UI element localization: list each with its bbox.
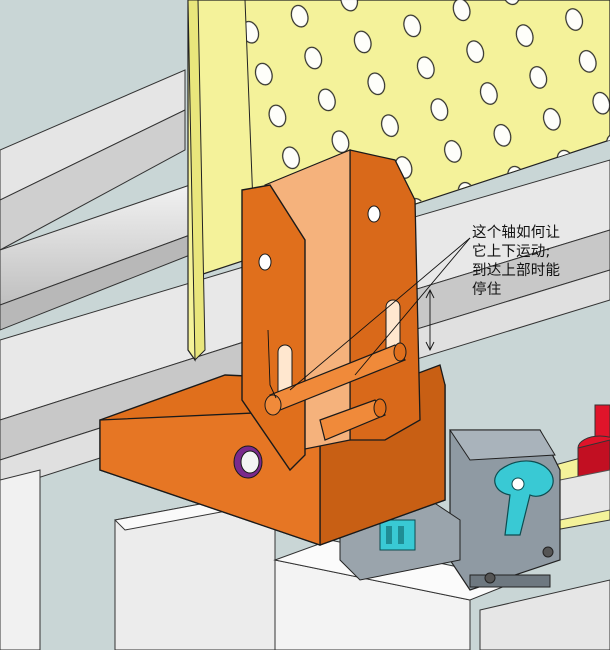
aluminum-rail-top bbox=[0, 69, 186, 251]
pivot-hole bbox=[233, 445, 263, 479]
cyan-lever bbox=[494, 460, 554, 536]
leader-line bbox=[267, 237, 471, 399]
lower-shaft bbox=[319, 398, 387, 441]
limit-switch bbox=[339, 429, 561, 591]
dimension-arrow bbox=[425, 288, 435, 352]
base-block-right bbox=[273, 539, 610, 650]
sliding-shaft bbox=[264, 342, 407, 416]
annotation-line-3: 到达上部时能 bbox=[472, 263, 561, 279]
annotation-text: 这个轴如何让 它上下运动; 到达上部时能 停住 bbox=[472, 224, 610, 300]
annotation-line-2: 它上下运动; bbox=[472, 244, 551, 260]
red-stop-block bbox=[554, 404, 610, 531]
orange-bracket bbox=[99, 149, 446, 546]
annotation-line-4: 停住 bbox=[472, 282, 502, 298]
annotation-line-1: 这个轴如何让 bbox=[472, 225, 561, 241]
cyan-connector bbox=[379, 519, 416, 551]
